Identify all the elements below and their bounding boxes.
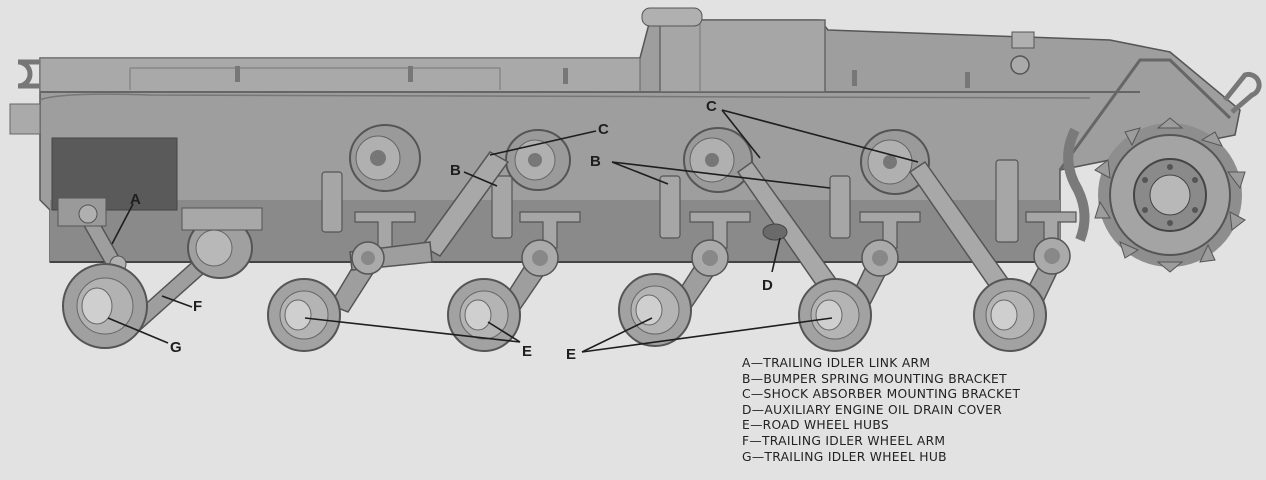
drive-sprocket	[1063, 117, 1246, 273]
legend-item-f: F—TRAILING IDLER WHEEL ARM	[742, 433, 946, 448]
legend-item-a: A—TRAILING IDLER LINK ARM	[742, 356, 931, 370]
callout-b-right: B	[590, 153, 601, 170]
callout-e-left: E	[522, 343, 532, 360]
legend-item-d: D—AUXILIARY ENGINE OIL DRAIN COVER	[742, 402, 1002, 417]
callout-d: D	[762, 277, 773, 294]
legend-item-b: B—BUMPER SPRING MOUNTING BRACKET	[742, 371, 1007, 386]
trailing-idler-wheel-hub	[62, 263, 148, 349]
legend-item-g: G—TRAILING IDLER WHEEL HUB	[742, 449, 947, 464]
callout-f: F	[193, 298, 202, 315]
bumper-spring-brackets	[321, 159, 1077, 249]
callout-e-right: E	[566, 346, 576, 363]
legend-item-e: E—ROAD WHEEL HUBS	[742, 418, 889, 433]
parts-legend: A—TRAILING IDLER LINK ARM B—BUMPER SPRIN…	[742, 356, 1020, 465]
callout-c-left: C	[598, 121, 609, 138]
callout-b-left: B	[450, 162, 461, 179]
callout-g: G	[170, 339, 182, 356]
road-wheel-hubs	[267, 273, 1047, 352]
return-rollers	[349, 124, 930, 195]
callout-a: A	[130, 191, 141, 208]
callout-c-right: C	[706, 98, 717, 115]
shock-absorbers	[420, 151, 1014, 298]
legend-item-c: C—SHOCK ABSORBER MOUNTING BRACKET	[742, 387, 1021, 402]
arm-pivots	[57, 197, 1071, 279]
leader-lines	[107, 109, 919, 353]
